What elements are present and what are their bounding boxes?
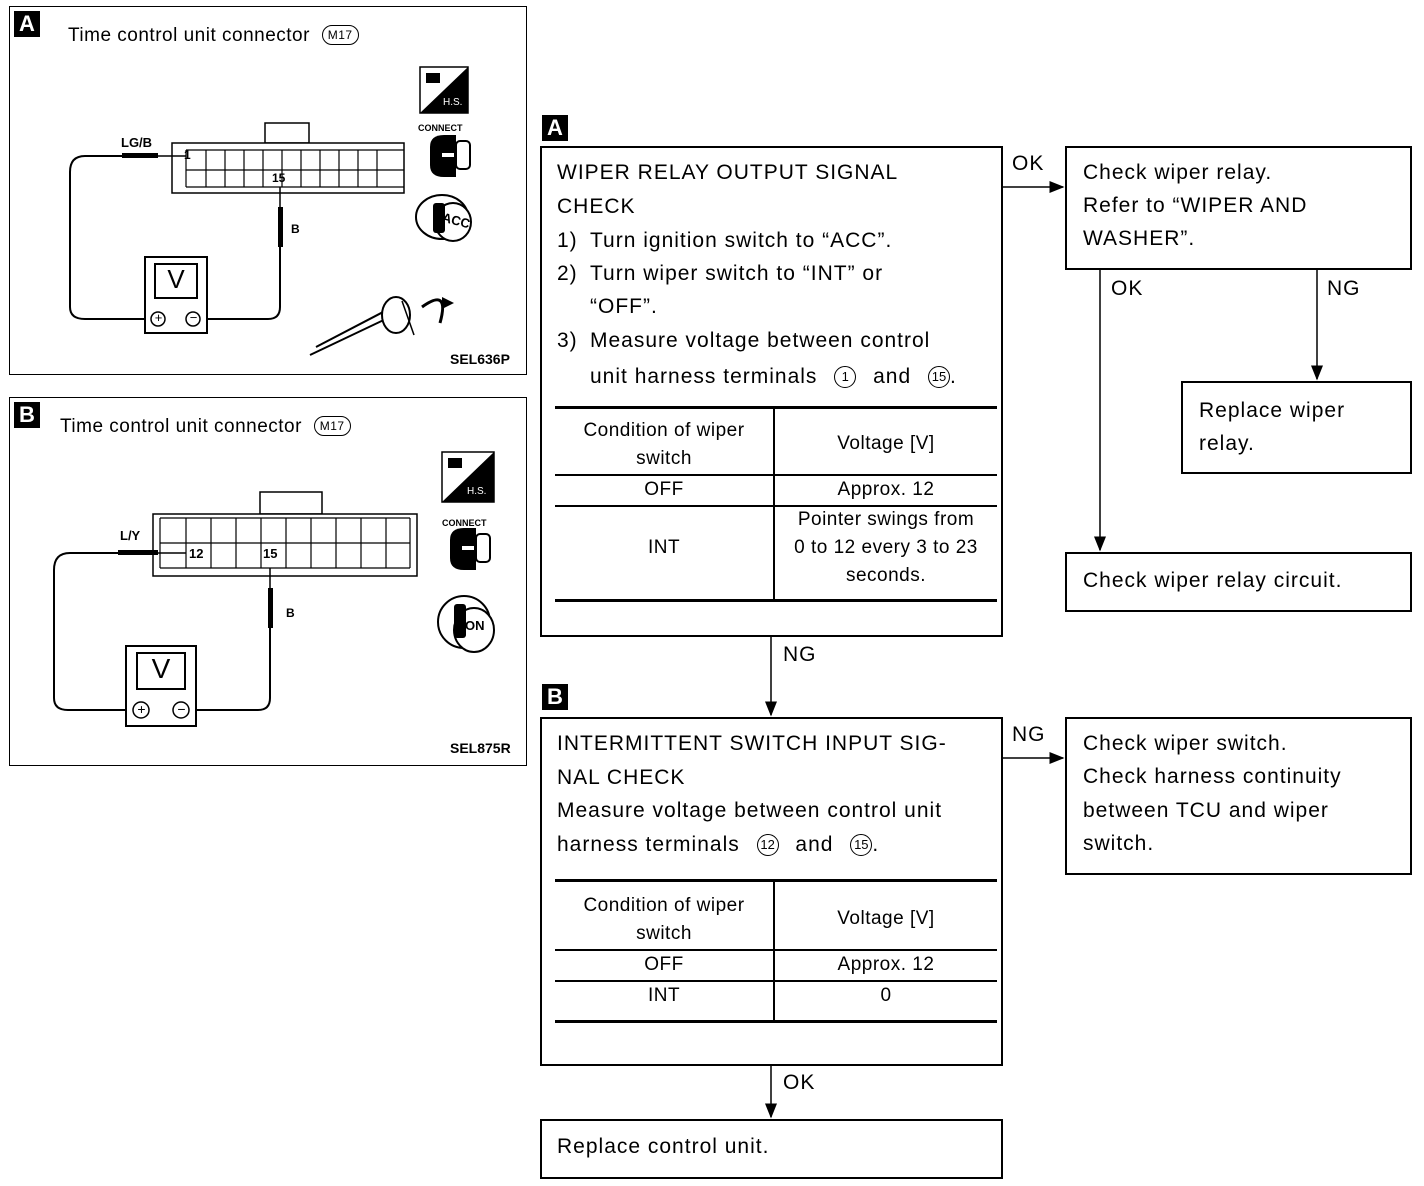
panel-b-hs-label: H.S. <box>467 486 487 497</box>
connector-plug-icon <box>450 528 491 570</box>
hand-brake-hs-icon <box>419 66 469 114</box>
terminal-15-badge: 15 <box>850 834 873 856</box>
box-a-step3b: unit harness terminals 1 and 15. <box>590 365 957 388</box>
ignition-key-acc-icon <box>415 194 472 242</box>
switch-line1: Check wiper switch. <box>1083 732 1288 755</box>
label-ng-relay: NG <box>1327 277 1361 300</box>
box-a-step1-num: 1) <box>557 229 578 252</box>
connector-plug-icon <box>430 135 471 177</box>
label-ng-b: NG <box>1012 723 1046 746</box>
panel-a-plus: + <box>154 310 163 325</box>
box-a-line2: CHECK <box>557 195 636 218</box>
panel-b-tag: B <box>14 402 40 428</box>
box-check-wiper-relay: Check wiper relay. Refer to “WIPER AND W… <box>1065 146 1412 270</box>
table-a-header-voltage: Voltage [V] <box>837 433 935 454</box>
box-a-step2b: “OFF”. <box>590 295 658 318</box>
table-a-row1-condition: OFF <box>644 479 684 500</box>
box-replace-wiper-relay: Replace wiper relay. <box>1181 381 1412 474</box>
box-a-step3-num: 3) <box>557 329 578 352</box>
box-b-tag: B <box>542 684 568 710</box>
box-a-tag: A <box>542 115 568 141</box>
box-a-step1: Turn ignition switch to “ACC”. <box>590 229 893 252</box>
box-replace-control-unit: Replace control unit. <box>540 1119 1003 1179</box>
switch-line3: between TCU and wiper <box>1083 799 1329 822</box>
box-wiper-relay-output-check: WIPER RELAY OUTPUT SIGNAL CHECK 1) Turn … <box>540 146 1003 637</box>
table-b-row2-condition: INT <box>647 985 681 1006</box>
replace-unit-line1: Replace control unit. <box>557 1135 770 1158</box>
panel-b-schematic <box>53 451 495 727</box>
table-b-row1-condition: OFF <box>644 954 684 975</box>
box-a-step3a: Measure voltage between control <box>590 329 931 352</box>
terminal-12-badge: 12 <box>756 834 779 856</box>
panel-b-minus: − <box>177 701 186 717</box>
label-ok-a: OK <box>1012 152 1045 175</box>
table-b-row1-voltage: Approx. 12 <box>837 954 935 975</box>
switch-line2: Check harness continuity <box>1083 765 1342 788</box>
panel-a-title: Time control unit connector M17 <box>68 25 359 47</box>
panel-a-wire-lg-b: LG/B <box>121 135 153 150</box>
box-intermittent-switch-input-check: INTERMITTENT SWITCH INPUT SIG- NAL CHECK… <box>540 717 1003 1066</box>
panel-a-wire-b: B <box>291 222 300 236</box>
label-ok-relay: OK <box>1111 277 1144 300</box>
terminal-1-badge: 1 <box>834 366 857 388</box>
panel-a-diagram: A Time control unit connector M17 <box>9 6 527 375</box>
panel-b-figure-code: SEL875R <box>450 740 511 756</box>
panel-a-tag: A <box>14 11 40 37</box>
panel-a-connect-label: CONNECT <box>418 123 463 133</box>
table-a-row1-voltage: Approx. 12 <box>837 479 935 500</box>
panel-b-pin-12: 12 <box>189 546 204 561</box>
relay-line2: Refer to “WIPER AND <box>1083 194 1308 217</box>
box-a-step2-num: 2) <box>557 262 578 285</box>
panel-a-minus: − <box>189 310 198 325</box>
switch-line4: switch. <box>1083 832 1155 855</box>
terminal-15-badge: 15 <box>928 366 951 388</box>
panel-a-pin-15: 15 <box>272 171 286 185</box>
relay-line1: Check wiper relay. <box>1083 161 1273 184</box>
panel-a-hs-label: H.S. <box>443 97 463 108</box>
panel-a-figure-code: SEL636P <box>450 351 510 367</box>
connector-id-badge: M17 <box>321 25 359 45</box>
table-b-row2-voltage: 0 <box>880 985 892 1006</box>
box-b-line2: NAL CHECK <box>557 766 686 789</box>
panel-b-plus: + <box>137 701 146 717</box>
panel-b-meter-v: V <box>151 653 171 684</box>
box-a-step2a: Turn wiper switch to “INT” or <box>590 262 884 285</box>
connector-id-badge: M17 <box>313 416 351 436</box>
panel-a-meter-v: V <box>167 264 185 294</box>
table-b-header-voltage: Voltage [V] <box>837 908 935 929</box>
box-b-line4: harness terminals 12 and 15. <box>557 833 880 856</box>
box-check-wiper-switch: Check wiper switch. Check harness contin… <box>1065 717 1412 875</box>
panel-b-diagram: B Time control unit connector M17 <box>9 397 527 766</box>
panel-b-connect-label: CONNECT <box>442 518 487 528</box>
table-a-row2-condition: INT <box>647 537 681 558</box>
relay-circuit-line1: Check wiper relay circuit. <box>1083 569 1343 592</box>
box-b-line3: Measure voltage between control unit <box>557 799 943 822</box>
panel-a-pin-1: 1 <box>184 148 191 162</box>
relay-line3: WASHER”. <box>1083 227 1196 250</box>
wiper-switch-stalk-icon <box>309 296 454 356</box>
panel-b-title: Time control unit connector M17 <box>60 416 351 438</box>
hand-brake-hs-icon <box>441 451 495 503</box>
panel-b-pin-15: 15 <box>263 546 278 561</box>
box-a-line1: WIPER RELAY OUTPUT SIGNAL <box>557 161 899 184</box>
box-check-wiper-relay-circuit: Check wiper relay circuit. <box>1065 552 1412 612</box>
label-ok-b: OK <box>783 1071 816 1094</box>
panel-b-key-label: ON <box>465 618 485 633</box>
ignition-key-on-icon <box>437 595 495 653</box>
replace-relay-line2: relay. <box>1199 432 1255 455</box>
label-ng-a: NG <box>783 643 817 666</box>
panel-b-wire-l-y: L/Y <box>120 528 141 543</box>
panel-b-wire-b: B <box>286 606 295 620</box>
replace-relay-line1: Replace wiper <box>1199 399 1346 422</box>
panel-a-schematic <box>69 66 472 356</box>
box-b-line1: INTERMITTENT SWITCH INPUT SIG- <box>557 732 947 755</box>
